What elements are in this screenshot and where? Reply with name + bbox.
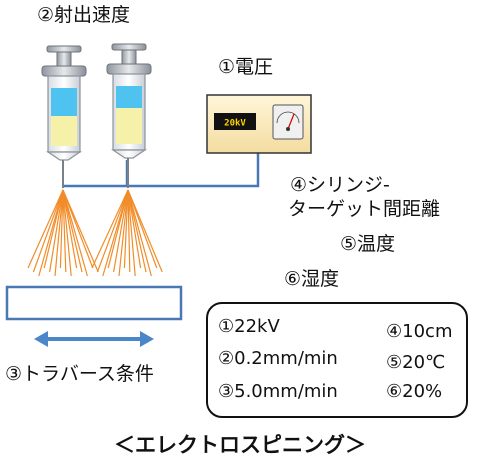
label-distance-line2: ターゲット間距離 bbox=[288, 198, 441, 220]
fiber-strand bbox=[118, 189, 129, 277]
meter-gauge-icon bbox=[272, 104, 304, 140]
condition-temperature: ⑤20℃ bbox=[386, 352, 446, 373]
fiber-strand bbox=[62, 189, 83, 273]
fiber-strand bbox=[123, 189, 129, 269]
collector-target bbox=[5, 285, 183, 321]
syringe-1 bbox=[41, 45, 87, 188]
fiber-strand bbox=[49, 189, 64, 273]
fiber-strand bbox=[127, 189, 152, 277]
power-supply: 20kV bbox=[206, 94, 312, 154]
label-humidity: ⑥湿度 bbox=[284, 268, 340, 290]
traverse-arrow bbox=[34, 331, 154, 347]
voltage-display bbox=[214, 113, 256, 130]
label-distance-line1: ④シリンジ- bbox=[290, 174, 390, 196]
fiber-strand bbox=[27, 189, 64, 269]
label-temperature: ⑤温度 bbox=[340, 233, 396, 255]
fiber-strand bbox=[54, 189, 64, 277]
fiber-spray-1 bbox=[27, 189, 99, 277]
conditions-box bbox=[206, 302, 468, 418]
fiber-strand bbox=[91, 189, 129, 269]
fiber-strand bbox=[62, 189, 88, 277]
fiber-strand bbox=[43, 189, 64, 269]
fiber-strand bbox=[96, 189, 129, 273]
fiber-strand bbox=[59, 189, 64, 269]
condition-humidity: ⑥20% bbox=[386, 381, 443, 402]
syringe-2 bbox=[106, 43, 152, 188]
fiber-strand bbox=[127, 189, 131, 273]
label-voltage: ①電圧 bbox=[218, 56, 274, 78]
fiber-strand bbox=[127, 189, 147, 273]
condition-voltage: ①22kV bbox=[218, 316, 280, 337]
condition-distance: ④10cm bbox=[386, 321, 453, 342]
fiber-strand bbox=[62, 189, 99, 273]
condition-traverse: ③5.0mm/min bbox=[218, 381, 338, 402]
fiber-strand bbox=[62, 189, 78, 269]
voltage-display-text: 20kV bbox=[224, 119, 246, 129]
fiber-strand bbox=[113, 189, 129, 273]
fiber-strand bbox=[62, 189, 67, 273]
wiring bbox=[62, 150, 260, 188]
fiber-strand bbox=[32, 189, 64, 273]
label-traverse: ③トラバース条件 bbox=[5, 363, 154, 385]
label-injection-speed: ②射出速度 bbox=[37, 4, 131, 26]
fiber-strand bbox=[107, 189, 129, 269]
diagram-title: ＜エレクトロスピニング＞ bbox=[114, 433, 366, 457]
fiber-strand bbox=[62, 189, 72, 277]
condition-speed: ②0.2mm/min bbox=[218, 348, 338, 369]
fiber-strand bbox=[127, 189, 142, 269]
fiber-strand bbox=[127, 189, 136, 277]
fiber-strand bbox=[127, 189, 163, 273]
fiber-spray-2 bbox=[91, 189, 163, 277]
